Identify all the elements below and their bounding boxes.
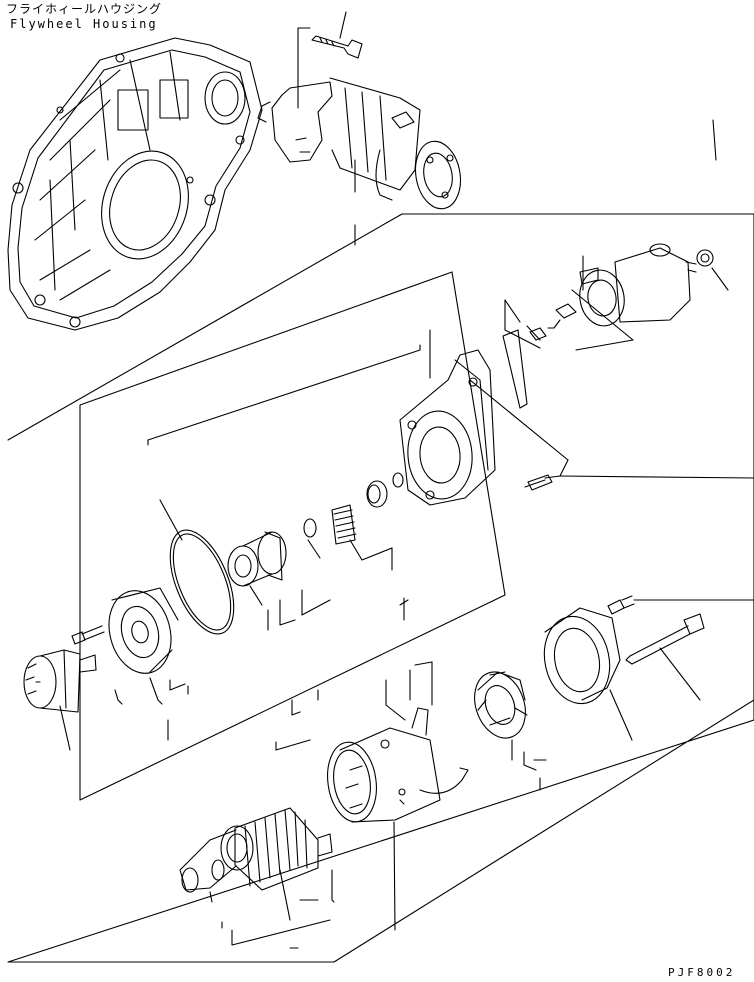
solenoid-group <box>548 244 728 350</box>
inner-bracket-frame <box>148 345 420 440</box>
gear-cover-plate <box>100 584 188 704</box>
through-bolt <box>626 614 704 700</box>
pinion-clutch <box>228 532 286 605</box>
gear-housing <box>400 330 568 505</box>
inner-bracket-frame <box>80 272 505 800</box>
lever-and-clip <box>503 300 546 408</box>
cover-bolt <box>608 596 754 614</box>
callout-line <box>168 690 318 750</box>
callout-line <box>160 500 182 540</box>
rear-end-cover <box>537 608 632 740</box>
o-ring <box>157 521 246 642</box>
o-ring <box>162 526 243 638</box>
housing-bolt <box>525 460 754 490</box>
drawing-code: PJF8002 <box>668 966 736 979</box>
callout-line <box>298 28 310 108</box>
overrunning-parts <box>268 473 408 630</box>
yoke-field-coil <box>323 662 468 930</box>
starter-mount-bolt <box>312 12 362 58</box>
drive-pinion-shaft <box>24 650 96 750</box>
flywheel-housing-label-jp: フライホィールハウジング <box>6 2 163 16</box>
flywheel-housing-label-en: Flywheel Housing <box>10 17 158 31</box>
small-bolt <box>72 626 104 644</box>
group-frame <box>8 214 754 962</box>
brush-holder <box>466 665 546 790</box>
starter-assembly <box>258 78 466 212</box>
flywheel-housing <box>8 38 262 330</box>
callout-line <box>713 120 716 160</box>
armature <box>180 808 334 948</box>
